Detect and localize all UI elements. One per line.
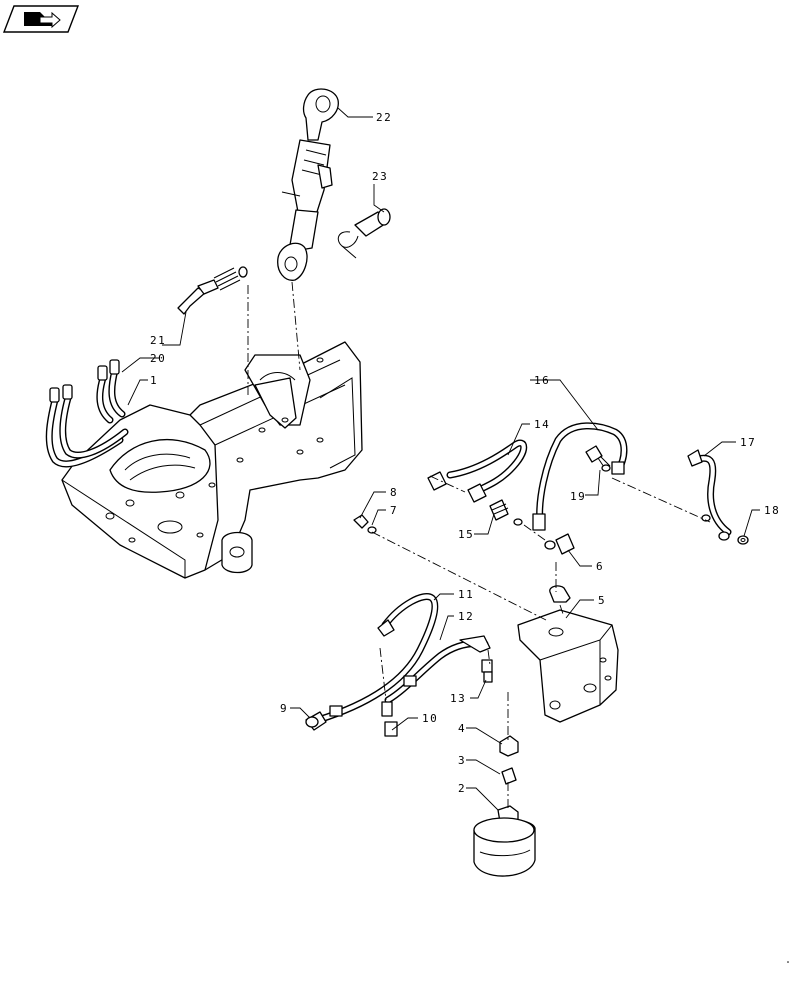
front-frame-housing bbox=[61, 341, 363, 579]
callout-12: 12 bbox=[458, 610, 474, 623]
leader-lines bbox=[121, 107, 760, 811]
book-arrow-icon[interactable] bbox=[2, 5, 80, 33]
callout-5: 5 bbox=[598, 594, 606, 607]
hose-11-12 bbox=[305, 593, 493, 737]
callout-14: 14 bbox=[534, 418, 550, 431]
callout-18: 18 bbox=[764, 504, 780, 517]
callout-4: 4 bbox=[458, 722, 466, 735]
callout-2: 2 bbox=[458, 782, 466, 795]
callout-20: 20 bbox=[150, 352, 166, 365]
accumulator-bracket bbox=[517, 585, 619, 723]
callout-21: 21 bbox=[150, 334, 166, 347]
accumulator bbox=[473, 735, 536, 877]
callout-11: 11 bbox=[458, 588, 474, 601]
pin-with-clip bbox=[337, 208, 391, 259]
spring-pin bbox=[177, 266, 248, 315]
callout-22: 22 bbox=[376, 111, 392, 124]
frame-tubes bbox=[45, 359, 129, 468]
callout-19: 19 bbox=[570, 490, 586, 503]
callout-6: 6 bbox=[596, 560, 604, 573]
hose-14 bbox=[427, 439, 528, 503]
hose-17 bbox=[687, 449, 732, 536]
callout-8: 8 bbox=[390, 486, 398, 499]
callout-7: 7 bbox=[390, 504, 398, 517]
assembly-lines bbox=[247, 281, 711, 808]
callout-13: 13 bbox=[450, 692, 466, 705]
hose-16 bbox=[532, 422, 628, 531]
callout-1: 1 bbox=[150, 374, 158, 387]
callout-9: 9 bbox=[280, 702, 288, 715]
callout-15: 15 bbox=[458, 528, 474, 541]
callout-17: 17 bbox=[740, 436, 756, 449]
callout-16: 16 bbox=[534, 374, 550, 387]
callout-labels: 22 23 21 20 1 16 14 17 19 18 8 7 15 6 5 … bbox=[150, 111, 780, 795]
callout-10: 10 bbox=[422, 712, 438, 725]
callout-23: 23 bbox=[372, 170, 388, 183]
top-link-assembly bbox=[277, 88, 339, 281]
callout-3: 3 bbox=[458, 754, 466, 767]
